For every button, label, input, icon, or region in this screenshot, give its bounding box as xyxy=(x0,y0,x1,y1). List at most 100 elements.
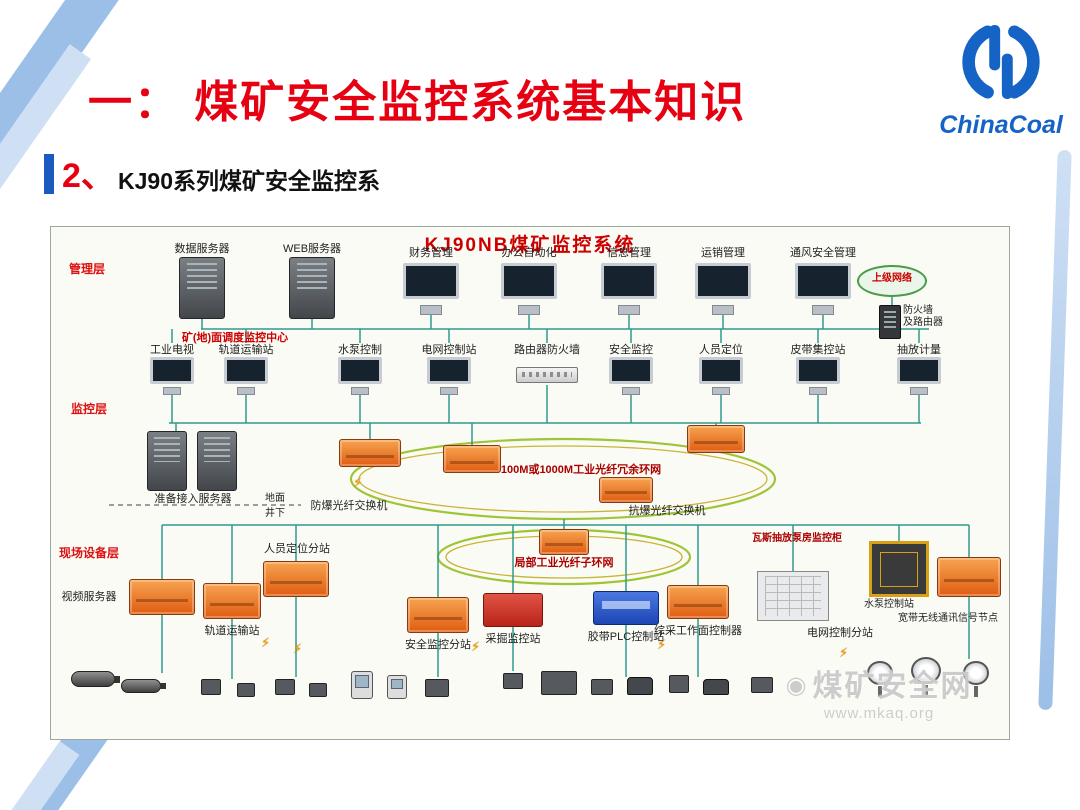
server-tower xyxy=(179,257,225,319)
diagram-label: 上级网络 xyxy=(872,273,912,284)
diagram-label: 安全监控 xyxy=(609,344,653,356)
fiber-switch xyxy=(539,529,589,555)
desktop-monitor xyxy=(695,263,751,315)
page-title: 一： 煤矿安全监控系统基本知识 xyxy=(88,78,747,127)
watermark-url: www.mkaq.org xyxy=(823,705,935,722)
diagram-label: 综采工作面控制器 xyxy=(654,625,742,637)
video-server xyxy=(129,579,195,615)
sensor xyxy=(309,683,327,697)
camera-sensor xyxy=(71,671,120,687)
gauge-sensor xyxy=(963,661,989,697)
diagram-title: KJ90NB煤矿监控系统 xyxy=(424,235,636,256)
fiber-switch xyxy=(339,439,401,467)
server-tower xyxy=(289,257,335,319)
lightning-icon: ⚡ xyxy=(293,641,303,656)
diagram-label: 监控层 xyxy=(70,402,107,416)
gauge-sensor xyxy=(911,657,941,697)
workstation xyxy=(699,357,743,396)
lightning-icon: ⚡ xyxy=(261,635,271,650)
diagram-label: 人员定位分站 xyxy=(264,543,330,555)
diagram-label: 及路由器 xyxy=(903,317,943,328)
chinacoal-logo: ChinaCoal xyxy=(928,20,1074,140)
gauge-sensor xyxy=(867,661,893,697)
diagram-label: 电网控制站 xyxy=(421,344,477,356)
diagram-label: 瓦斯抽放泵房监控柜 xyxy=(752,533,842,544)
meter-sensor xyxy=(351,671,373,699)
diagram-label: 轨道运输站 xyxy=(218,344,274,356)
sensor xyxy=(751,677,773,693)
diagram-label: 信息管理 xyxy=(607,247,651,259)
belt-plc-station xyxy=(593,591,659,625)
workstation xyxy=(150,357,194,396)
diagram-label: WEB服务器 xyxy=(282,243,342,255)
fiber-switch xyxy=(443,445,501,473)
diagram-label: 100M或1000M工业光纤冗余环网 xyxy=(500,464,662,476)
diagram-label: 准备接入服务器 xyxy=(154,493,232,505)
safety-monitor-substation xyxy=(407,597,469,633)
lightning-icon: ⚡ xyxy=(839,645,849,660)
diagram-label: 矿(地)面调度监控中心 xyxy=(181,332,289,344)
diagram-label: 水泵控制 xyxy=(338,344,382,356)
coalface-controller xyxy=(667,585,729,619)
diagram-label: 运销管理 xyxy=(701,247,745,259)
network-bus-lines xyxy=(161,297,970,679)
workstation xyxy=(427,357,471,396)
personnel-location-substation xyxy=(263,561,329,597)
diagram-label: 人员定位 xyxy=(699,344,743,356)
mine-phone xyxy=(627,677,653,695)
diagram-label: 视频服务器 xyxy=(61,591,117,603)
diagram-label: 防爆光纤交换机 xyxy=(310,500,388,512)
fiber-switch xyxy=(687,425,745,453)
mining-monitor-station xyxy=(483,593,543,627)
chinacoal-logo-icon xyxy=(962,25,1040,99)
lightning-icon: ⚡ xyxy=(657,637,667,652)
cloud-network xyxy=(857,265,927,297)
diagram-label: 抽放计量 xyxy=(897,344,941,356)
fiber-ring-main xyxy=(349,437,777,521)
workstation xyxy=(224,357,268,396)
diagram-label: 井下 xyxy=(265,508,285,519)
firewall-device xyxy=(879,305,901,339)
workstation xyxy=(897,357,941,396)
rail-transport-substation xyxy=(203,583,261,619)
server-tower xyxy=(197,431,237,491)
logo-text: ChinaCoal xyxy=(939,111,1063,139)
sensor xyxy=(425,679,449,697)
diagram-label: 现场设备层 xyxy=(58,546,119,560)
diagram-label: 轨道运输站 xyxy=(204,625,260,637)
sensor xyxy=(669,675,689,693)
workstation xyxy=(609,357,653,396)
desktop-monitor xyxy=(403,263,459,315)
lightning-icon: ⚡ xyxy=(353,475,363,490)
fiber-switch xyxy=(599,477,653,503)
diagram-label: 水泵控制站 xyxy=(864,599,914,610)
lightning-icon: ⚡ xyxy=(471,639,481,654)
watermark-camera-icon: ◉ xyxy=(785,672,809,699)
camera-sensor xyxy=(121,679,166,693)
workstation xyxy=(796,357,840,396)
diagram-label: 宽带无线通讯信号节点 xyxy=(898,613,998,624)
mine-phone xyxy=(703,679,729,695)
diagram-label: 防火墙 xyxy=(903,305,933,316)
watermark: ◉煤矿安全网 www.mkaq.org xyxy=(751,661,1007,722)
sensor xyxy=(503,673,523,689)
meter-sensor xyxy=(387,675,407,699)
section-number: 2、 xyxy=(62,157,115,195)
sensor xyxy=(237,683,255,697)
desktop-monitor xyxy=(501,263,557,315)
diagram-label: 安全监控分站 xyxy=(405,639,471,651)
section-bullet-bar xyxy=(44,154,54,194)
sensor xyxy=(201,679,221,695)
sensor xyxy=(591,679,613,695)
diagram-label: 采掘监控站 xyxy=(485,633,541,645)
diagram-label: 皮带集控站 xyxy=(790,344,846,356)
diagram-label: 办公自动化 xyxy=(501,247,557,259)
diagram-label: 地面 xyxy=(265,493,285,504)
desktop-monitor xyxy=(795,263,851,315)
diagram-label: 数据服务器 xyxy=(174,243,230,255)
router-firewall xyxy=(516,367,578,383)
edge-swoosh-decoration xyxy=(1038,149,1072,711)
section-title: KJ90系列煤矿安全监控系 xyxy=(118,168,380,194)
